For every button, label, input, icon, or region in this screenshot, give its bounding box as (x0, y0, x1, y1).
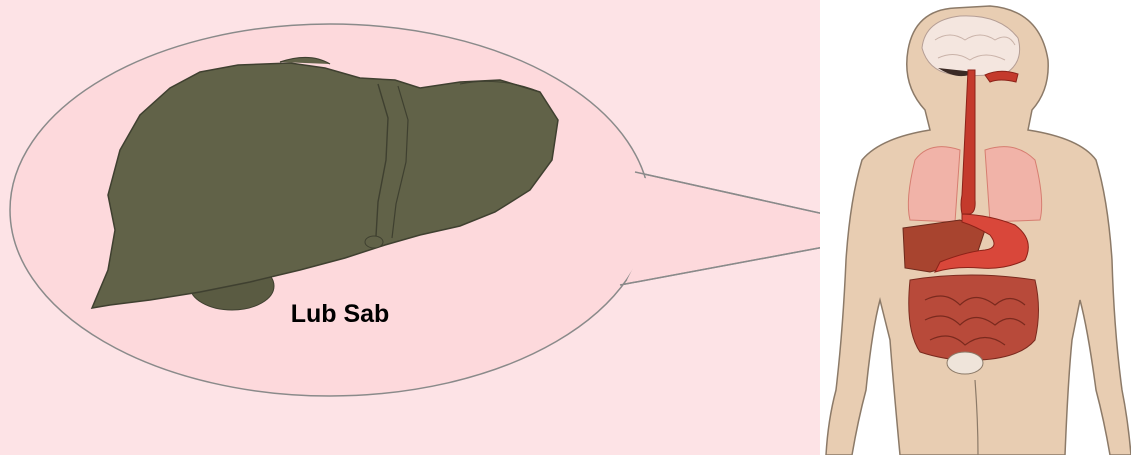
callout-label: Lub Sab (240, 300, 440, 329)
